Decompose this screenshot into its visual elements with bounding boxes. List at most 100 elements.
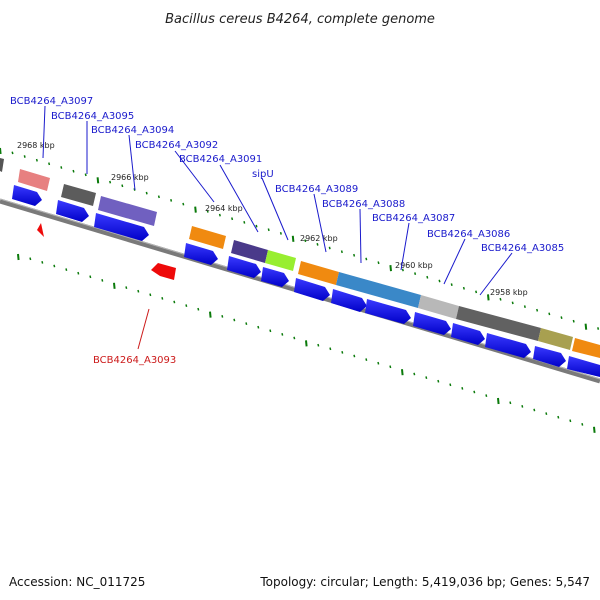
feature-track — [0, 158, 600, 358]
red-gene-arrow[interactable] — [151, 263, 176, 280]
kbp-label: 2962 kbp — [300, 234, 338, 243]
scale-tick — [545, 412, 548, 415]
scale-tick — [497, 397, 500, 405]
leader-line — [359, 208, 362, 264]
scale-tick — [77, 271, 80, 275]
accession-text: Accession: NC_011725 — [9, 575, 145, 589]
red-gene-arrow[interactable] — [37, 223, 44, 237]
leader-line — [313, 193, 327, 253]
cds-arrow[interactable] — [533, 346, 566, 367]
gene-label[interactable]: BCB4264_A3086 — [427, 229, 510, 240]
gene-bar[interactable] — [189, 226, 226, 249]
gene-bar[interactable] — [572, 338, 600, 358]
cds-arrow[interactable] — [331, 289, 367, 312]
cds-arrow[interactable] — [12, 185, 42, 206]
scale-tick — [125, 286, 128, 289]
leader-line — [174, 150, 215, 203]
gene-label[interactable]: BCB4264_A3089 — [275, 184, 358, 195]
scale-tick — [157, 195, 160, 199]
gene-label[interactable]: BCB4264_A3095 — [51, 111, 134, 122]
label-leaders — [42, 105, 513, 296]
scale-tick — [475, 290, 478, 294]
scale-tick — [267, 228, 270, 232]
gene-bar[interactable] — [0, 158, 4, 172]
scale-tick — [185, 304, 188, 307]
kbp-label: 2968 kbp — [17, 141, 55, 150]
gene-label[interactable]: BCB4264_A3094 — [91, 125, 174, 136]
map-title: Bacillus cereus B4264, complete genome — [165, 12, 435, 27]
scale-tick — [340, 250, 343, 254]
scale-tick — [0, 147, 2, 155]
gene-label[interactable]: BCB4264_A3085 — [481, 243, 564, 254]
scale-tick — [304, 239, 307, 243]
cds-arrow[interactable] — [294, 278, 330, 301]
scale-tick — [109, 180, 112, 184]
gene-bar[interactable] — [456, 306, 541, 341]
scale-tick — [84, 173, 87, 177]
scale-tick — [170, 199, 173, 202]
scale-tick — [245, 322, 248, 325]
scale-tick — [218, 213, 221, 217]
gene-bar[interactable] — [265, 250, 296, 271]
gene-label[interactable]: BCB4264_A3091 — [179, 154, 262, 165]
scale-tick — [60, 166, 63, 169]
cds-arrow[interactable] — [261, 267, 289, 287]
scale-tick — [401, 369, 404, 376]
scale-tick — [145, 191, 148, 195]
gene-label[interactable]: sipU — [252, 169, 274, 180]
cds-arrow[interactable] — [413, 312, 451, 335]
gene-bar[interactable] — [538, 328, 573, 350]
scale-tick — [461, 387, 464, 390]
leader-line — [128, 134, 136, 191]
scale-tick — [593, 426, 596, 433]
cds-arrow[interactable] — [184, 243, 218, 265]
cds-arrow[interactable] — [451, 323, 485, 345]
gene-bar[interactable] — [231, 240, 268, 263]
scale-tick — [389, 265, 392, 272]
scale-tick — [305, 340, 308, 347]
scale-tick — [101, 279, 104, 282]
scale-tick — [473, 390, 476, 394]
scale-tick — [584, 323, 588, 330]
scale-tick — [329, 347, 332, 351]
leader-line — [261, 177, 289, 241]
scale-tick — [328, 246, 331, 250]
leader-line — [479, 252, 513, 296]
gene-label-red[interactable]: BCB4264_A3093 — [93, 355, 176, 366]
gene-label[interactable]: BCB4264_A3087 — [372, 213, 455, 224]
scale-tick — [569, 419, 572, 423]
leader-line — [400, 222, 410, 271]
cds-arrow[interactable] — [56, 200, 89, 222]
scale-tick — [353, 253, 356, 257]
cds-arrow[interactable] — [485, 333, 531, 358]
scale-tick — [597, 327, 600, 330]
gene-bar[interactable] — [336, 272, 421, 308]
scale-tick — [523, 305, 526, 308]
gene-label[interactable]: BCB4264_A3092 — [135, 140, 218, 151]
gene-label[interactable]: BCB4264_A3088 — [322, 199, 405, 210]
cds-track — [12, 185, 600, 377]
scale-tick — [293, 336, 296, 340]
scale-tick — [581, 423, 584, 426]
leader-line — [219, 164, 259, 233]
scale-tick — [17, 253, 20, 261]
scale-tick — [29, 257, 32, 261]
scale-tick — [557, 415, 560, 419]
scale-tick — [194, 206, 197, 213]
gene-bar[interactable] — [61, 184, 96, 206]
scale-tick — [560, 316, 563, 319]
gene-label[interactable]: BCB4264_A3097 — [10, 96, 93, 107]
scale-tick — [269, 329, 272, 333]
gene-bar[interactable] — [18, 169, 50, 191]
gene-bar[interactable] — [98, 196, 157, 226]
cds-arrow[interactable] — [365, 299, 411, 324]
cds-arrow[interactable] — [227, 256, 261, 278]
gene-bar[interactable] — [298, 261, 339, 285]
cds-arrow[interactable] — [567, 356, 600, 377]
cds-arrow[interactable] — [94, 213, 149, 241]
scale-tick — [548, 312, 551, 316]
scale-tick — [209, 311, 212, 318]
gene-bar[interactable] — [418, 295, 459, 319]
scale-tick — [182, 202, 185, 206]
scale-tick — [499, 297, 502, 301]
